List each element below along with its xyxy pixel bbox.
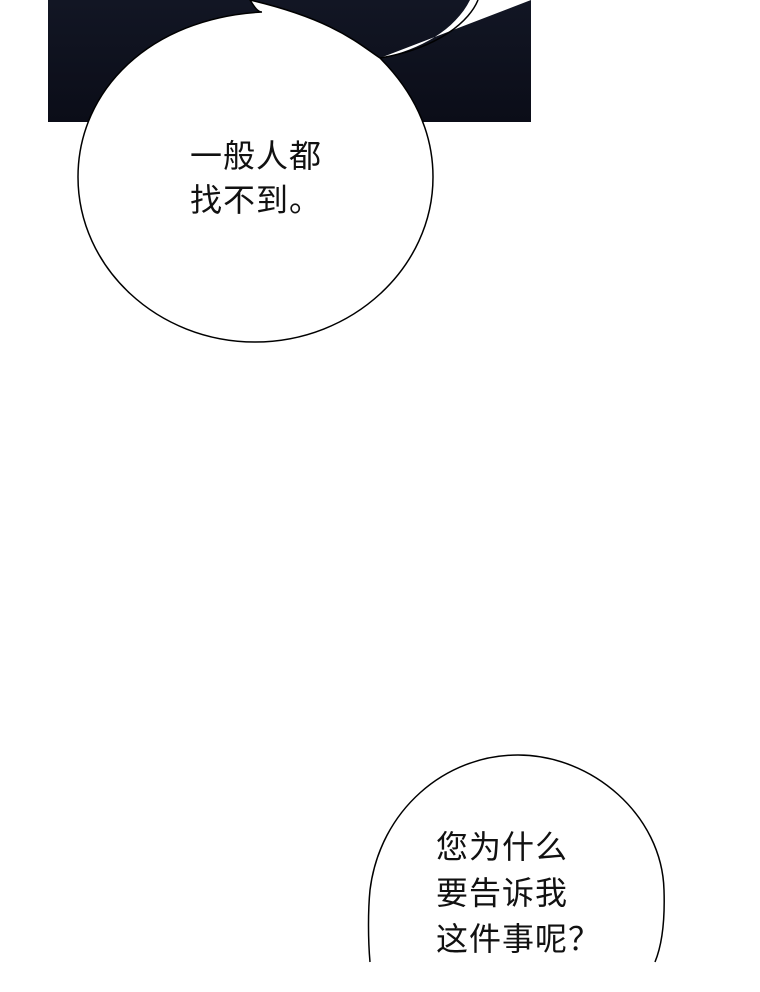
bubble-top-text: 一般人都 找不到。 [190, 137, 323, 219]
speech-bubble-top [77, 0, 434, 343]
speech-bubble-bottom [367, 754, 665, 963]
bubble-bottom-text: 您为什么 要告诉我 这件事呢？ [436, 828, 602, 958]
